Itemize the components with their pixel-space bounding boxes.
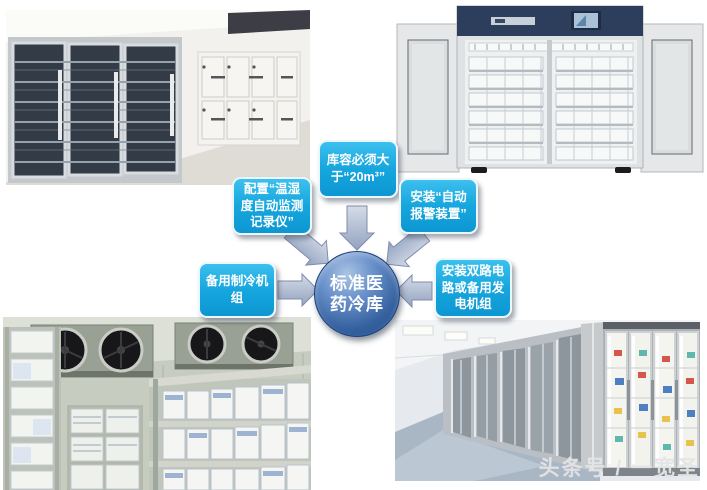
control-panel [491,17,535,25]
panel-locker-bank [197,51,301,146]
floor [6,120,310,185]
center-label-line2: 药冷库 [330,295,384,314]
node-label: 配置“温湿度自动监测记录仪” [240,181,304,230]
evaporator-unit [174,322,294,370]
front-fridge-bank [603,322,700,476]
cold-storage-exterior-art [6,10,310,185]
door-handle [114,72,118,138]
open-door-left [396,23,460,173]
door-handles [627,380,678,420]
left-shelf-rack [3,327,61,490]
node-label: 安装双路电路或备用发电机组 [441,263,505,312]
arrow-left-icon [395,273,433,309]
photo-cold-storage-exterior [6,10,310,185]
fan-icon [187,324,227,364]
arrow-down-icon [338,205,376,251]
medical-refrigerator-art [395,0,707,175]
fan-icon [98,327,144,373]
node-monitor-recorder: 配置“温湿度自动监测记录仪” [232,177,312,235]
glass-door-bank [8,37,182,183]
right-shelf-rack [149,365,311,490]
photo-medical-refrigerator [395,0,707,175]
photo-glass-door-corridor [395,320,700,481]
receding-fridge-bank [443,326,587,470]
watermark: 头条号 / 一宽圣 [538,457,700,480]
node-backup-power: 安装双路电路或备用发电机组 [434,258,512,318]
node-auto-alarm: 安装“自动报警装置” [399,178,478,234]
locker-handles [202,65,293,121]
cold-room-interior-art [3,317,311,490]
glass-door-corridor-art [395,320,700,481]
open-door-right [640,23,704,173]
wire-baskets [15,61,175,163]
light-strips [608,336,683,464]
center-node-standard-medical-cold-storage: 标准医 药冷库 [314,251,400,337]
brick-wall-strip [228,10,310,34]
middle-shelf-rack [67,405,143,490]
basket-rows [468,56,634,161]
products [607,350,698,450]
node-backup-cooling: 备用制冷机组 [198,262,276,318]
photo-cold-room-interior [3,317,311,490]
node-label: 库容必须大于“20m³” [326,153,390,184]
node-capacity: 库容必须大于“20m³” [318,140,398,198]
center-label-line1: 标准医 [330,273,384,293]
door-handle [170,74,174,136]
fridge-feet [471,167,631,173]
door-handle [58,70,62,140]
node-label: 安装“自动报警装置” [410,190,467,221]
fridge-interior [465,40,637,164]
node-label: 备用制冷机组 [205,274,269,305]
fridge-header [457,6,643,36]
center-divider [547,40,552,164]
fan-icon [241,324,281,364]
arrow-right-icon [277,272,319,308]
